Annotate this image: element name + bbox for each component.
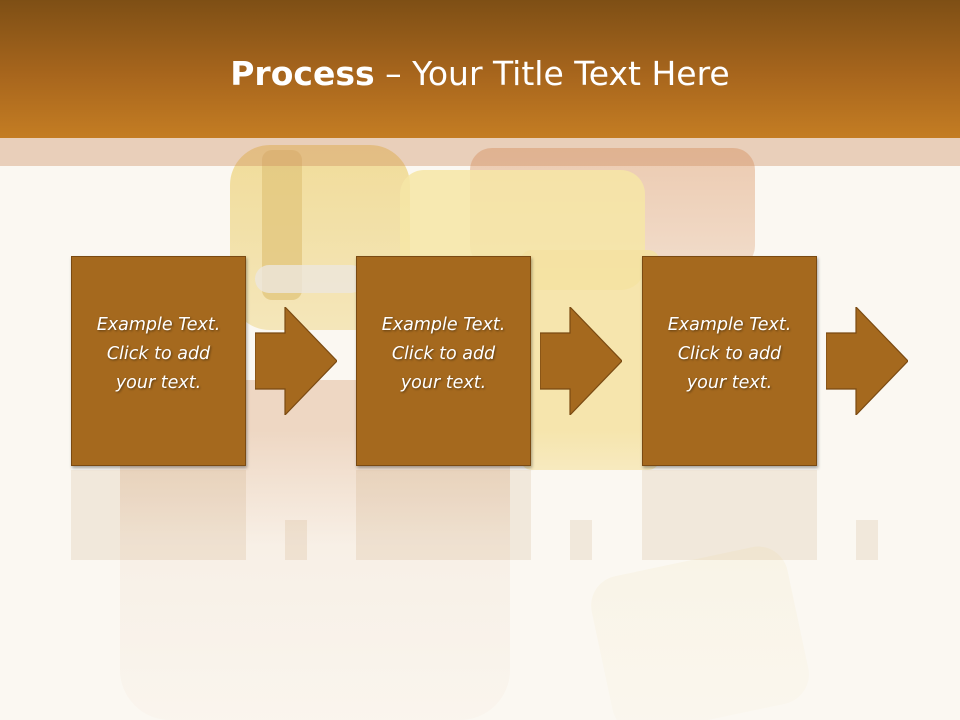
step-line-1: Example Text. [667, 315, 792, 335]
step-text[interactable]: Example Text. Click to add your text. [357, 311, 530, 398]
title-bold: Process [230, 54, 375, 93]
step-text[interactable]: Example Text. Click to add your text. [72, 311, 245, 398]
step-line-2: Click to add [677, 344, 782, 364]
step-line-3: your text. [115, 373, 202, 393]
step-line-3: your text. [400, 373, 487, 393]
step-line-2: Click to add [391, 344, 496, 364]
process-step-1[interactable]: Example Text. Click to add your text. [71, 256, 246, 466]
title-bar-strip [0, 138, 960, 166]
process-step-3[interactable]: Example Text. Click to add your text. [642, 256, 817, 466]
right-arrow-icon [540, 307, 622, 415]
steps-reflection [71, 470, 878, 560]
step-line-1: Example Text. [381, 315, 506, 335]
process-step-2[interactable]: Example Text. Click to add your text. [356, 256, 531, 466]
step-text[interactable]: Example Text. Click to add your text. [643, 311, 816, 398]
right-arrow-icon [826, 307, 908, 415]
title-rest: – Your Title Text Here [374, 54, 730, 93]
title-bar [0, 0, 960, 138]
step-line-3: your text. [686, 373, 773, 393]
bottom-fade [0, 430, 960, 720]
step-line-1: Example Text. [96, 315, 221, 335]
slide-title[interactable]: Process – Your Title Text Here [0, 52, 960, 96]
right-arrow-icon [255, 307, 337, 415]
step-line-2: Click to add [106, 344, 211, 364]
